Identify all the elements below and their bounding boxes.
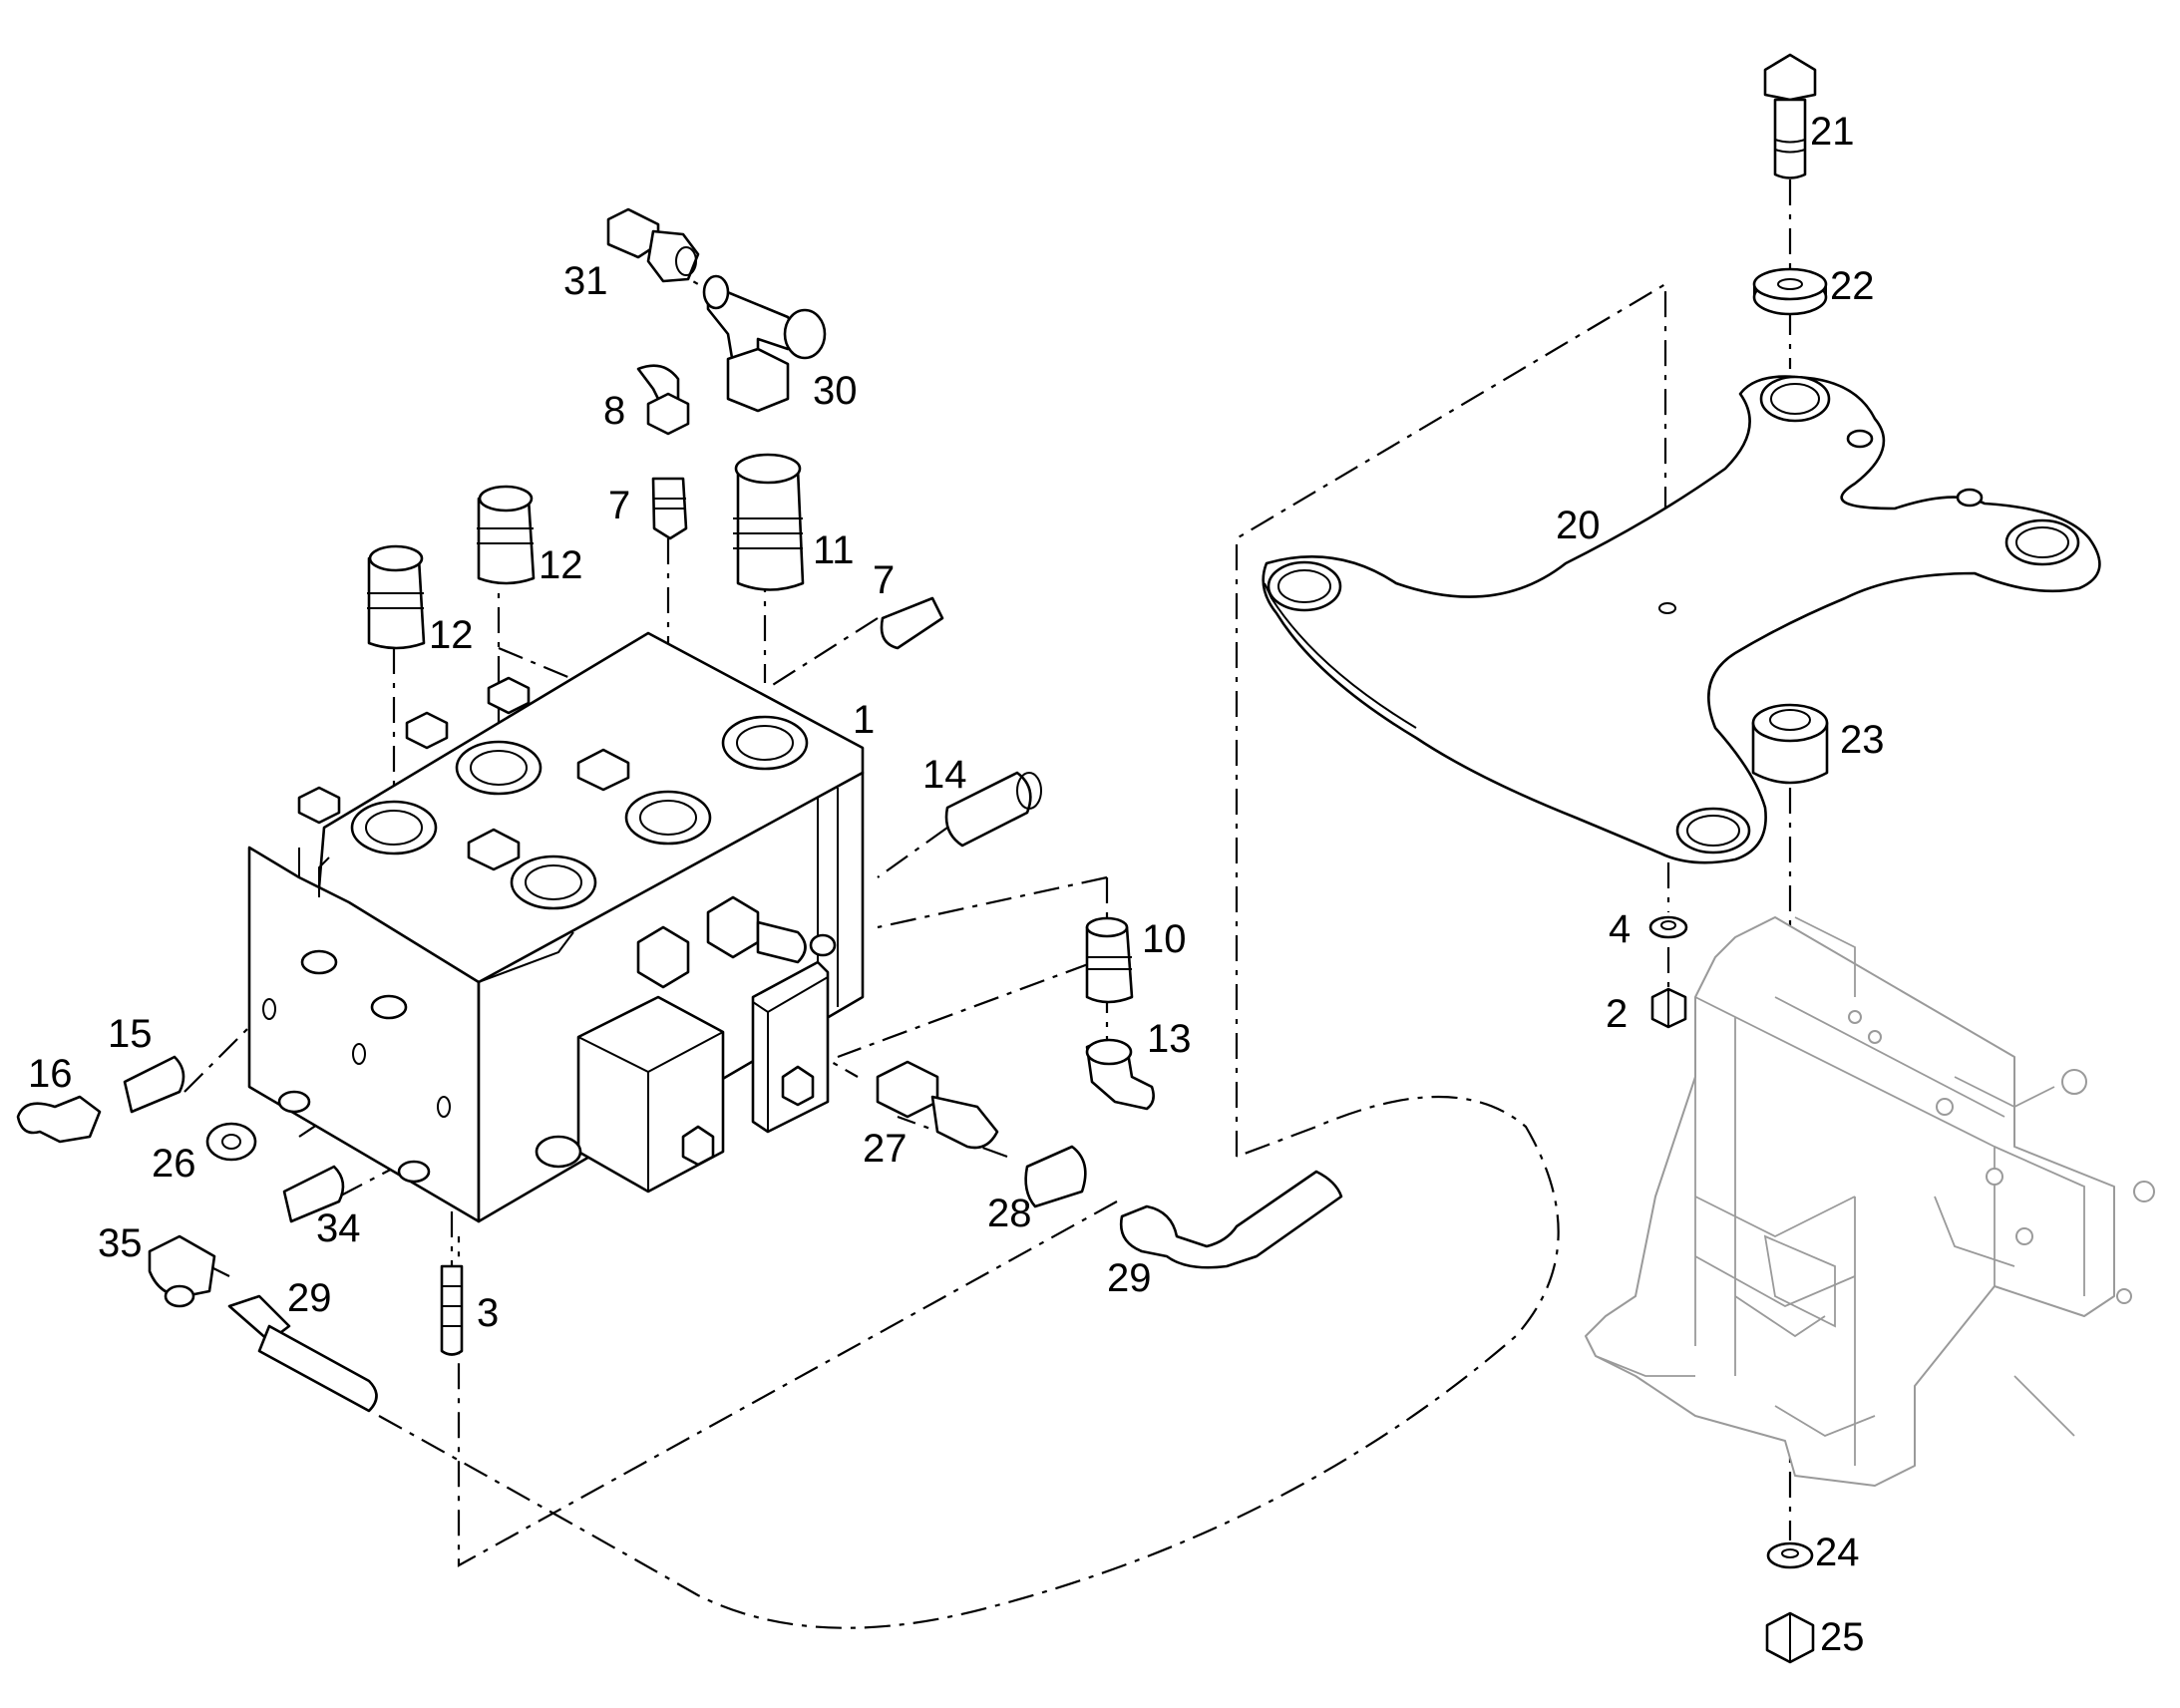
bolt-stack — [1648, 53, 1829, 1664]
callout-12-right: 12 — [539, 543, 583, 587]
callout-20: 20 — [1556, 504, 1601, 547]
callout-24: 24 — [1815, 1531, 1860, 1574]
callout-8: 8 — [603, 389, 625, 433]
callout-1: 1 — [853, 698, 875, 742]
callout-34: 34 — [316, 1206, 361, 1250]
callout-3: 3 — [477, 1291, 499, 1335]
callout-15: 15 — [108, 1012, 153, 1056]
callout-12-left: 12 — [429, 613, 474, 657]
callout-11: 11 — [813, 528, 855, 572]
callout-14: 14 — [922, 753, 967, 797]
callout-29-right: 29 — [1107, 1256, 1152, 1300]
callout-31: 31 — [563, 259, 608, 303]
callout-21: 21 — [1810, 110, 1855, 154]
callout-10: 10 — [1142, 917, 1187, 961]
callout-23: 23 — [1840, 718, 1885, 762]
callout-13: 13 — [1147, 1017, 1192, 1061]
callout-labels: 21 22 20 23 4 2 24 25 31 30 8 7 11 12 12… — [28, 110, 1885, 1659]
callout-25: 25 — [1820, 1615, 1865, 1659]
callout-2: 2 — [1606, 992, 1628, 1036]
valve-block — [247, 631, 865, 1223]
callout-26: 26 — [152, 1142, 196, 1186]
callout-35: 35 — [98, 1221, 143, 1265]
machine-frame — [1585, 916, 2155, 1487]
callout-4: 4 — [1609, 907, 1631, 951]
callout-28: 28 — [987, 1192, 1032, 1235]
callout-27: 27 — [863, 1127, 908, 1171]
callout-16: 16 — [28, 1052, 73, 1096]
callout-29-left: 29 — [287, 1276, 332, 1320]
callout-7-top: 7 — [608, 484, 630, 527]
callout-22: 22 — [1830, 264, 1875, 308]
fittings — [16, 207, 1343, 1413]
callout-30: 30 — [813, 369, 858, 413]
bracket-plate — [1262, 375, 2101, 864]
callout-7-right: 7 — [873, 558, 895, 602]
